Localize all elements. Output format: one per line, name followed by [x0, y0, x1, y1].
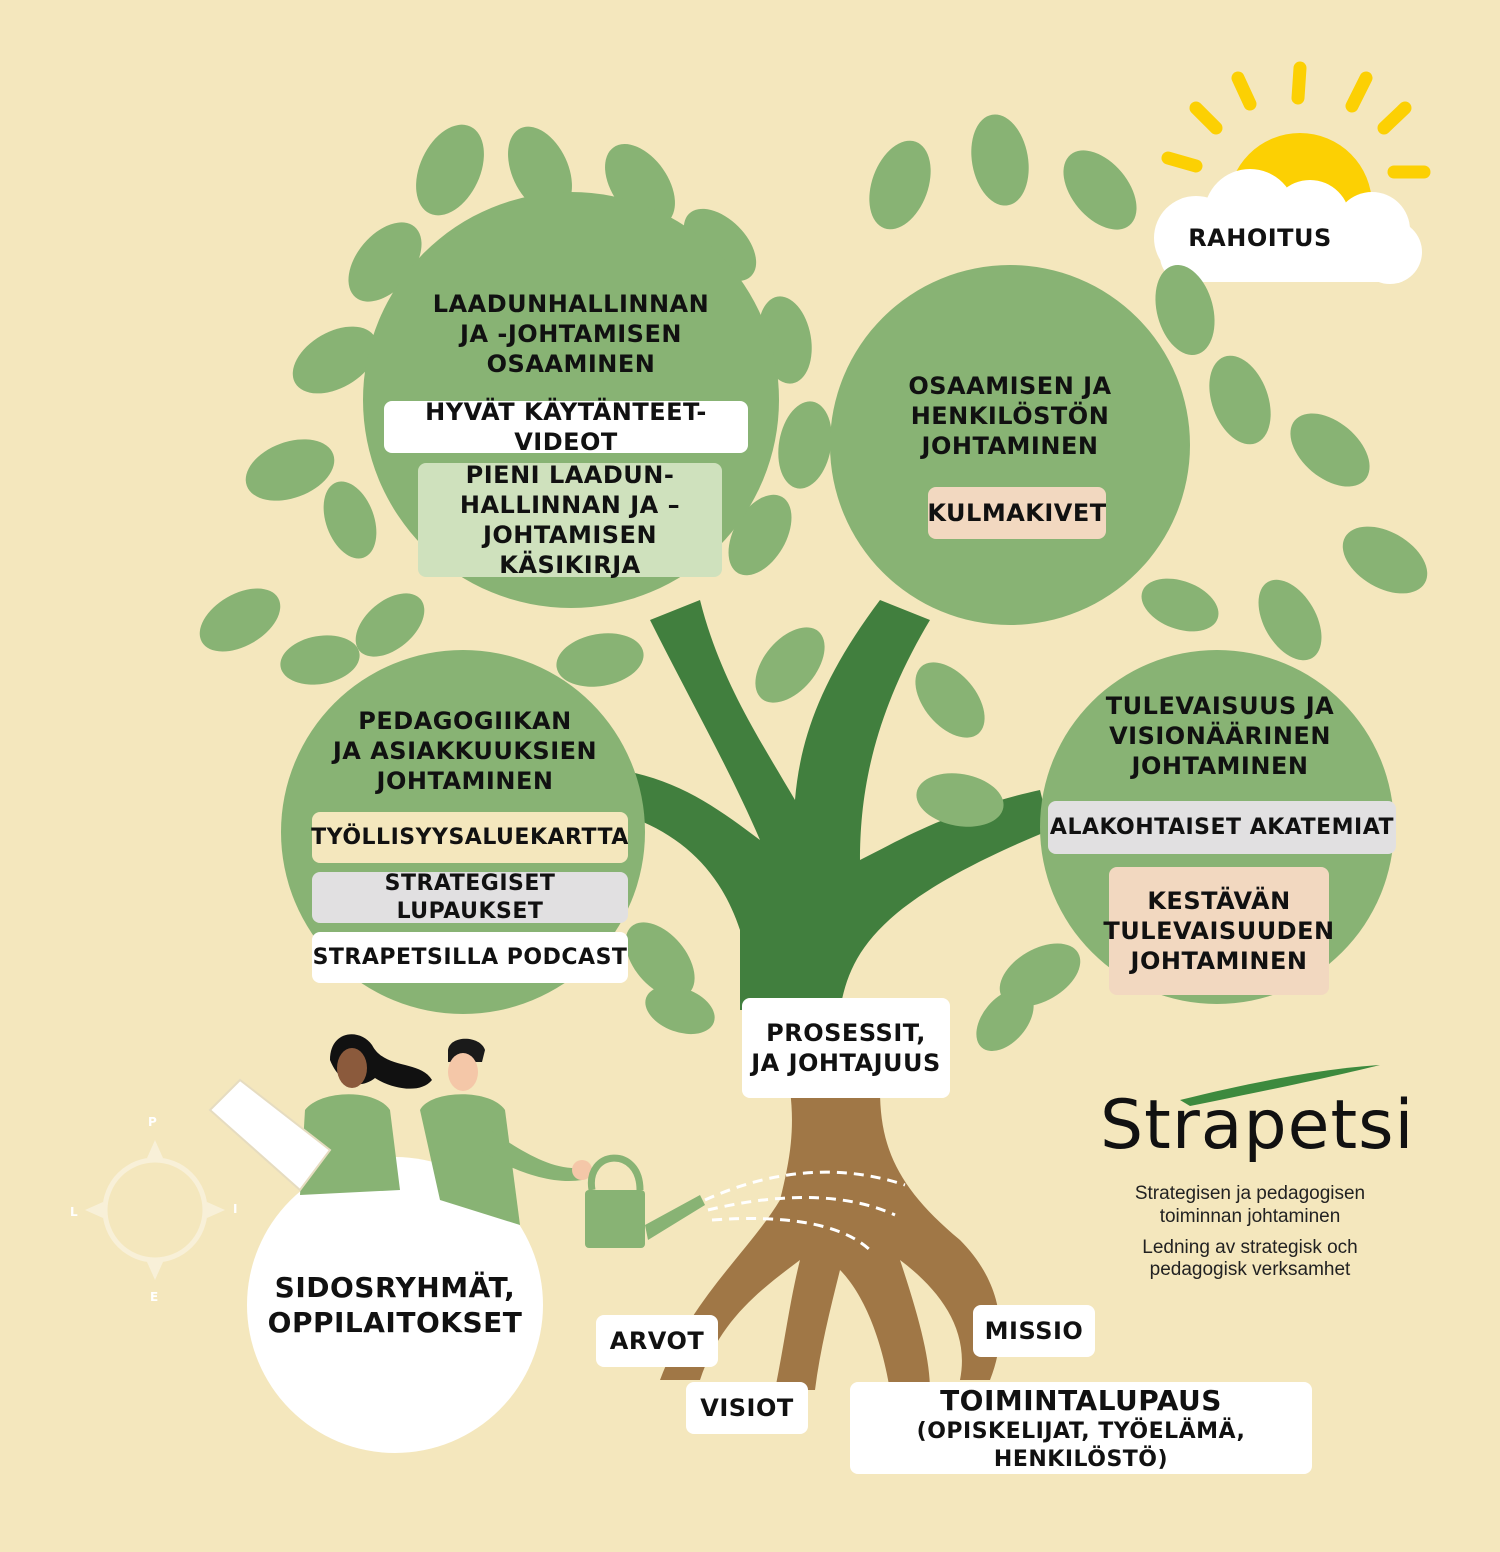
toimintalupaus-title: TOIMINTALUPAUS [940, 1384, 1222, 1417]
strategiset-lupaukset-label: STRATEGISET LUPAUKSET [312, 871, 628, 924]
brand-block: Strapetsi Strategisen ja pedagogisen toi… [1100, 1080, 1415, 1282]
visiot-label: VISIOT [686, 1382, 808, 1434]
stakeholders-circle [247, 1157, 543, 1453]
circle-right-top-title: OSAAMISEN JA HENKILÖSTÖN JOHTAMINEN [880, 360, 1140, 472]
label-line: TULEVAISUUDEN [1103, 917, 1335, 945]
brand-tagline-sv-1: Ledning av strategisk och [1142, 1236, 1358, 1258]
label-line: HALLINNAN JA – [459, 491, 681, 519]
tree-leaves [199, 114, 1428, 1051]
tyollisyysaluekartta-label: TYÖLLISYYSALUEKARTTA [311, 812, 628, 863]
woman-figure [208, 1034, 432, 1195]
title-line: JOHTAMINEN [1131, 752, 1309, 780]
label-line: JOHTAMISEN KÄSIKIRJA [482, 521, 658, 579]
compass-west: L [70, 1205, 78, 1219]
compass-north: P [148, 1115, 157, 1129]
alakohtaiset-akatemiat-label: ALAKOHTAISET AKATEMIAT [1048, 801, 1396, 854]
circle-left-bottom-title: PEDAGOGIIKAN JA ASIAKKUUKSIEN JOHTAMINEN [330, 695, 600, 807]
stakeholders-label: SIDOSRYHMÄT, OPPILAITOKSET [255, 1250, 535, 1360]
title-line: JOHTAMINEN [376, 767, 554, 795]
logo-swoosh [1180, 1065, 1380, 1106]
title-line: VISIONÄÄRINEN [1109, 722, 1331, 750]
toimintalupaus-subtitle: (OPISKELIJAT, TYÖELÄMÄ, HENKILÖSTÖ) [916, 1419, 1246, 1472]
circle-left-top-title: LAADUNHALLINNAN JA -JOHTAMISEN OSAAMINEN [421, 278, 721, 390]
tree-trunk [660, 1090, 1000, 1390]
strapetsilla-podcast-label: STRAPETSILLA PODCAST [312, 932, 628, 983]
kulmakivet-label: KULMAKIVET [927, 487, 1106, 539]
title-line: LAADUNHALLINNAN [432, 290, 710, 318]
title-line: HENKILÖSTÖN [910, 402, 1110, 430]
man-figure [420, 1038, 592, 1225]
title-line: TULEVAISUUS JA [1105, 692, 1335, 720]
compass-icon [85, 1140, 225, 1280]
circle-right-bottom-title: TULEVAISUUS JA VISIONÄÄRINEN JOHTAMINEN [1090, 680, 1350, 792]
watering-can-icon [585, 1154, 705, 1248]
arvot-label: ARVOT [596, 1315, 718, 1367]
label-line: PIENI LAADUN- [465, 461, 675, 489]
brand-tagline-sv-2: pedagogisk verksamhet [1149, 1259, 1351, 1281]
title-line: OSAAMINEN [486, 350, 656, 378]
hyvat-kaytanteet-label: HYVÄT KÄYTÄNTEET-VIDEOT [384, 398, 748, 456]
label-line: KESTÄVÄN [1147, 887, 1291, 915]
brand-tagline-fi-2: toiminnan johtaminen [1159, 1205, 1341, 1227]
title-line: JA -JOHTAMISEN [460, 320, 682, 348]
label-line: JA JOHTAJUUS [751, 1049, 941, 1077]
compass-east: I [233, 1202, 238, 1216]
title-line: JA ASIAKKUUKSIEN [332, 737, 598, 765]
title-line: JOHTAMINEN [921, 432, 1099, 460]
label-line: PROSESSIT, [766, 1019, 926, 1047]
cloud-icon [1154, 169, 1422, 284]
title-line: PEDAGOGIIKAN [358, 707, 572, 735]
kestavan-tulevaisuuden-label: KESTÄVÄN TULEVAISUUDEN JOHTAMINEN [1103, 867, 1334, 995]
sun-label: RAHOITUS [1188, 224, 1332, 252]
trunk-label: PROSESSIT, JA JOHTAJUUS [742, 998, 950, 1098]
brand-tagline-fi-1: Strategisen ja pedagogisen [1134, 1183, 1366, 1204]
title-line: OSAAMISEN JA [908, 372, 1112, 400]
compass-south: E [150, 1290, 159, 1304]
tree-branches [610, 600, 1050, 1010]
missio-label: MISSIO [973, 1305, 1095, 1357]
label-line: OPPILAITOKSET [267, 1306, 523, 1339]
kasikirja-label: PIENI LAADUN- HALLINNAN JA – JOHTAMISEN … [418, 461, 722, 579]
label-line: SIDOSRYHMÄT, [274, 1271, 516, 1304]
strapetsi-logo: Strapetsi [1100, 1086, 1415, 1165]
water-spray [704, 1170, 906, 1252]
toimintalupaus-label: TOIMINTALUPAUS (OPISKELIJAT, TYÖELÄMÄ, H… [850, 1382, 1312, 1474]
label-line: JOHTAMINEN [1130, 947, 1308, 975]
